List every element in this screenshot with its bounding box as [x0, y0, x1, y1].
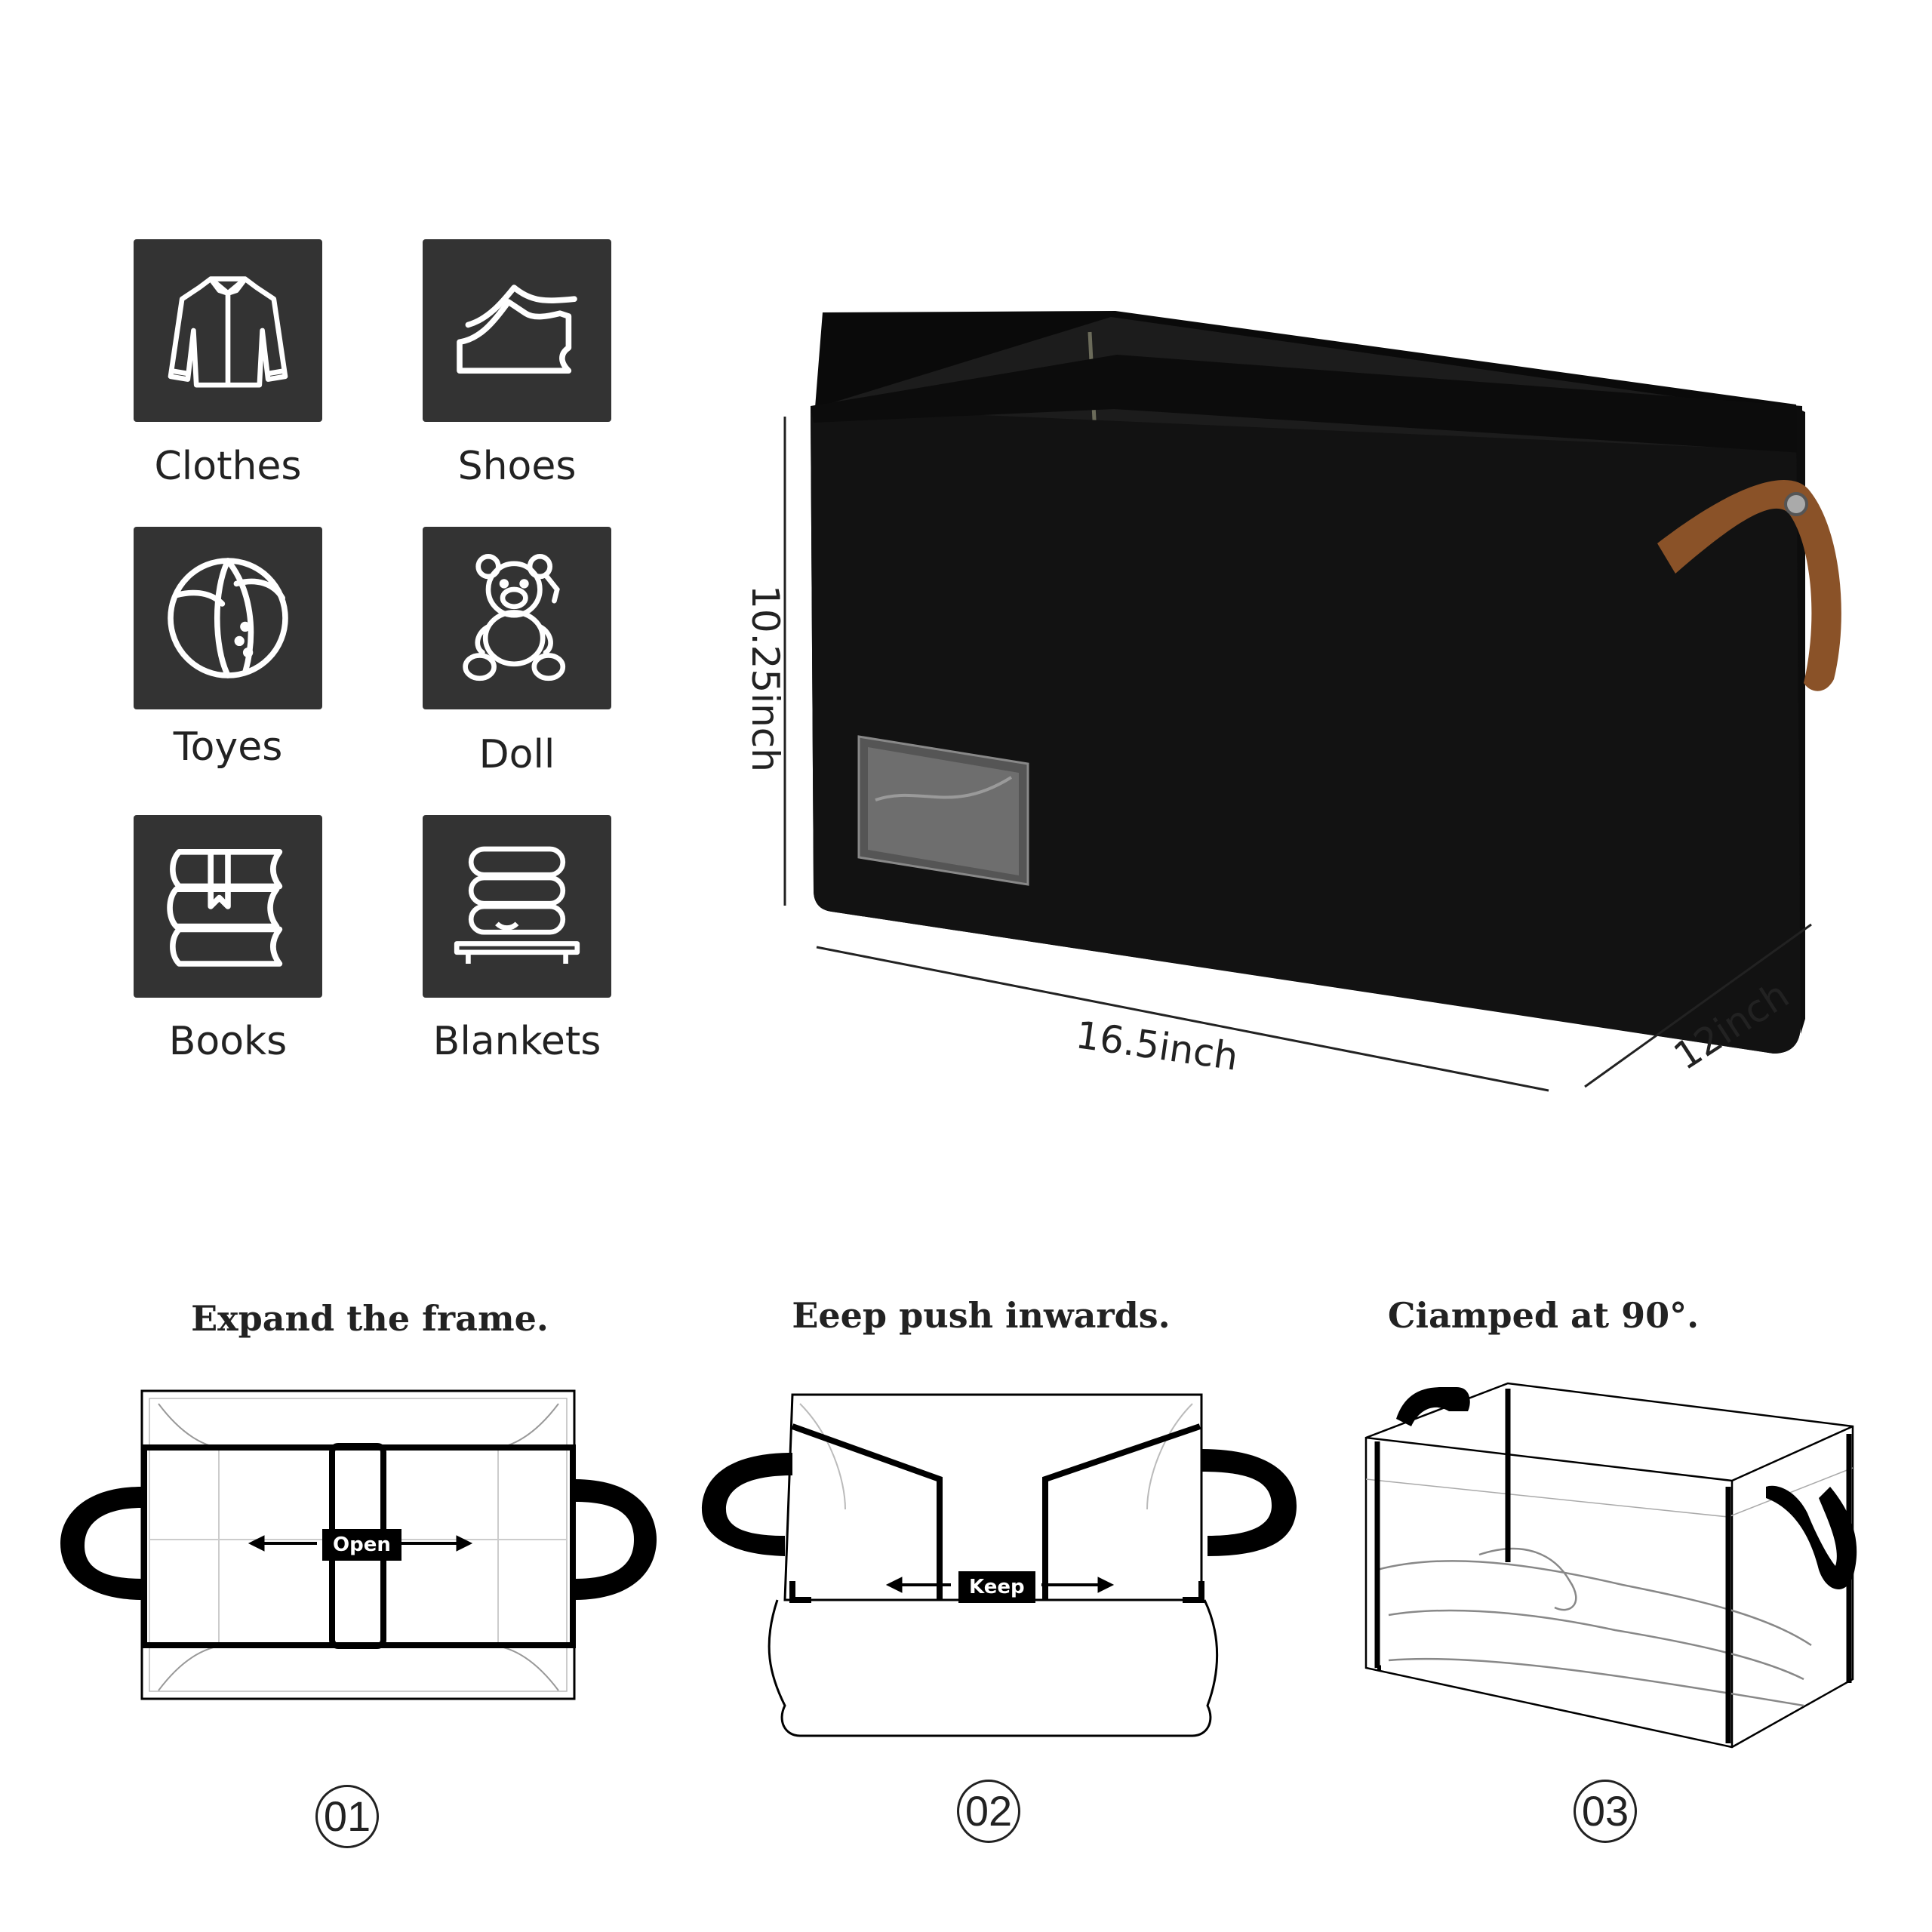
step1-title: Expand the frame. — [191, 1298, 549, 1339]
tile-books — [134, 815, 322, 998]
step2-number: 02 — [957, 1780, 1020, 1843]
label-window — [857, 735, 1029, 886]
teddy-bear-icon — [463, 553, 566, 681]
step3-number: 03 — [1574, 1780, 1637, 1843]
label-doll: Doll — [478, 732, 555, 777]
tile-shoes — [423, 239, 611, 422]
label-blankets: Blankets — [432, 1019, 601, 1064]
label-books: Books — [168, 1019, 288, 1064]
tile-toyes — [134, 527, 322, 709]
tile-blankets — [423, 815, 611, 998]
label-shoes: Shoes — [457, 444, 577, 489]
shoe-icon — [457, 285, 577, 374]
shirt-icon — [168, 276, 288, 388]
tile-doll — [423, 527, 611, 709]
books-icon — [167, 849, 283, 967]
label-clothes: Clothes — [154, 444, 302, 489]
blankets-icon — [454, 846, 580, 964]
dimension-height: 10.25inch — [743, 585, 787, 772]
leather-handle — [1657, 480, 1841, 691]
step2-title: Eeep push inwards. — [792, 1295, 1171, 1336]
box-front — [811, 408, 1802, 1054]
step1-number: 01 — [315, 1785, 379, 1848]
label-toyes: Toyes — [173, 724, 283, 770]
keep-tag: Keep — [958, 1571, 1035, 1603]
tile-clothes — [134, 239, 322, 422]
ball-icon — [168, 558, 288, 678]
step3-title: Ciamped at 90°. — [1387, 1295, 1700, 1336]
open-tag: Open — [322, 1529, 401, 1561]
